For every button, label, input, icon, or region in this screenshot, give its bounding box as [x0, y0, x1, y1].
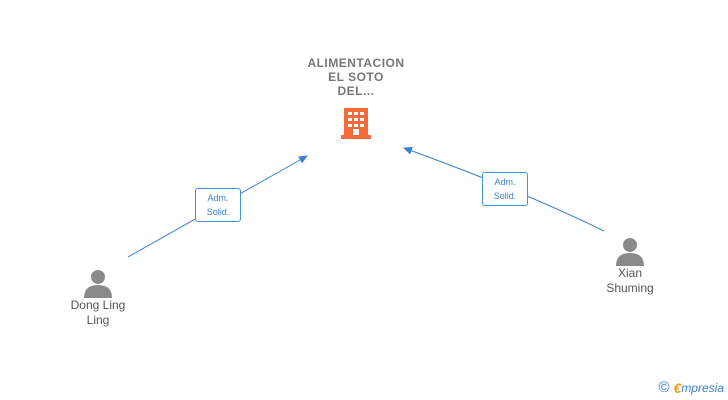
person-icon [616, 238, 644, 266]
person-name: Dong Ling Ling [70, 298, 126, 327]
brand-watermark: © € mpresia [658, 379, 724, 396]
brand-logo-initial: € [673, 379, 682, 396]
building-icon [341, 108, 371, 139]
brand-name: mpresia [681, 380, 724, 395]
role-badge[interactable]: Adm. Solid. [195, 188, 241, 222]
person-icon [84, 270, 112, 298]
copyright-icon: © [658, 379, 670, 396]
person-name: Xian Shuming [606, 266, 654, 295]
person-node-dong-ling-ling[interactable]: Dong Ling Ling [58, 268, 138, 328]
company-name: ALIMENTACION EL SOTO DEL... [307, 56, 405, 98]
person-node-xian-shuming[interactable]: Xian Shuming [590, 236, 670, 296]
role-badge[interactable]: Adm. Solid. [482, 172, 528, 206]
company-node[interactable]: ALIMENTACION EL SOTO DEL... [290, 56, 422, 140]
